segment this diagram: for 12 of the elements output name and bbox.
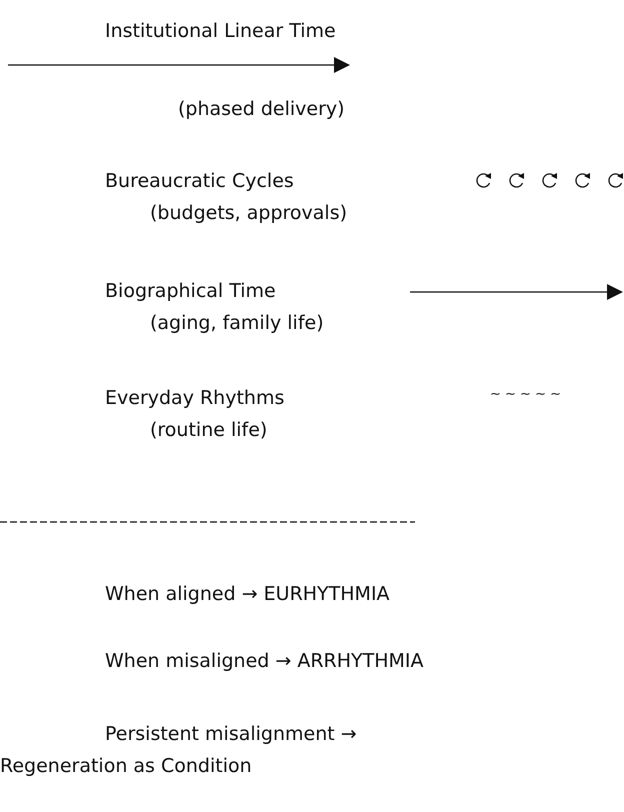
subtitle: (phased delivery) (178, 97, 345, 122)
subtitle: (routine life) (150, 418, 268, 443)
wave-marks: ~ ~ ~ ~ ~ (490, 386, 561, 404)
heading: Biographical Time (105, 279, 276, 304)
subtitle: (budgets, approvals) (150, 201, 348, 226)
statement: When aligned → EURHYTHMIA (105, 582, 390, 607)
heading: Everyday Rhythms (105, 386, 284, 411)
statement: When misaligned → ARRHYTHMIA (105, 649, 424, 674)
heading: Bureaucratic Cycles (105, 169, 294, 194)
heading: Institutional Linear Time (105, 19, 336, 44)
subtitle: (aging, family life) (150, 311, 324, 336)
statement: Persistent misalignment → Regeneration as Condition (0, 722, 358, 779)
